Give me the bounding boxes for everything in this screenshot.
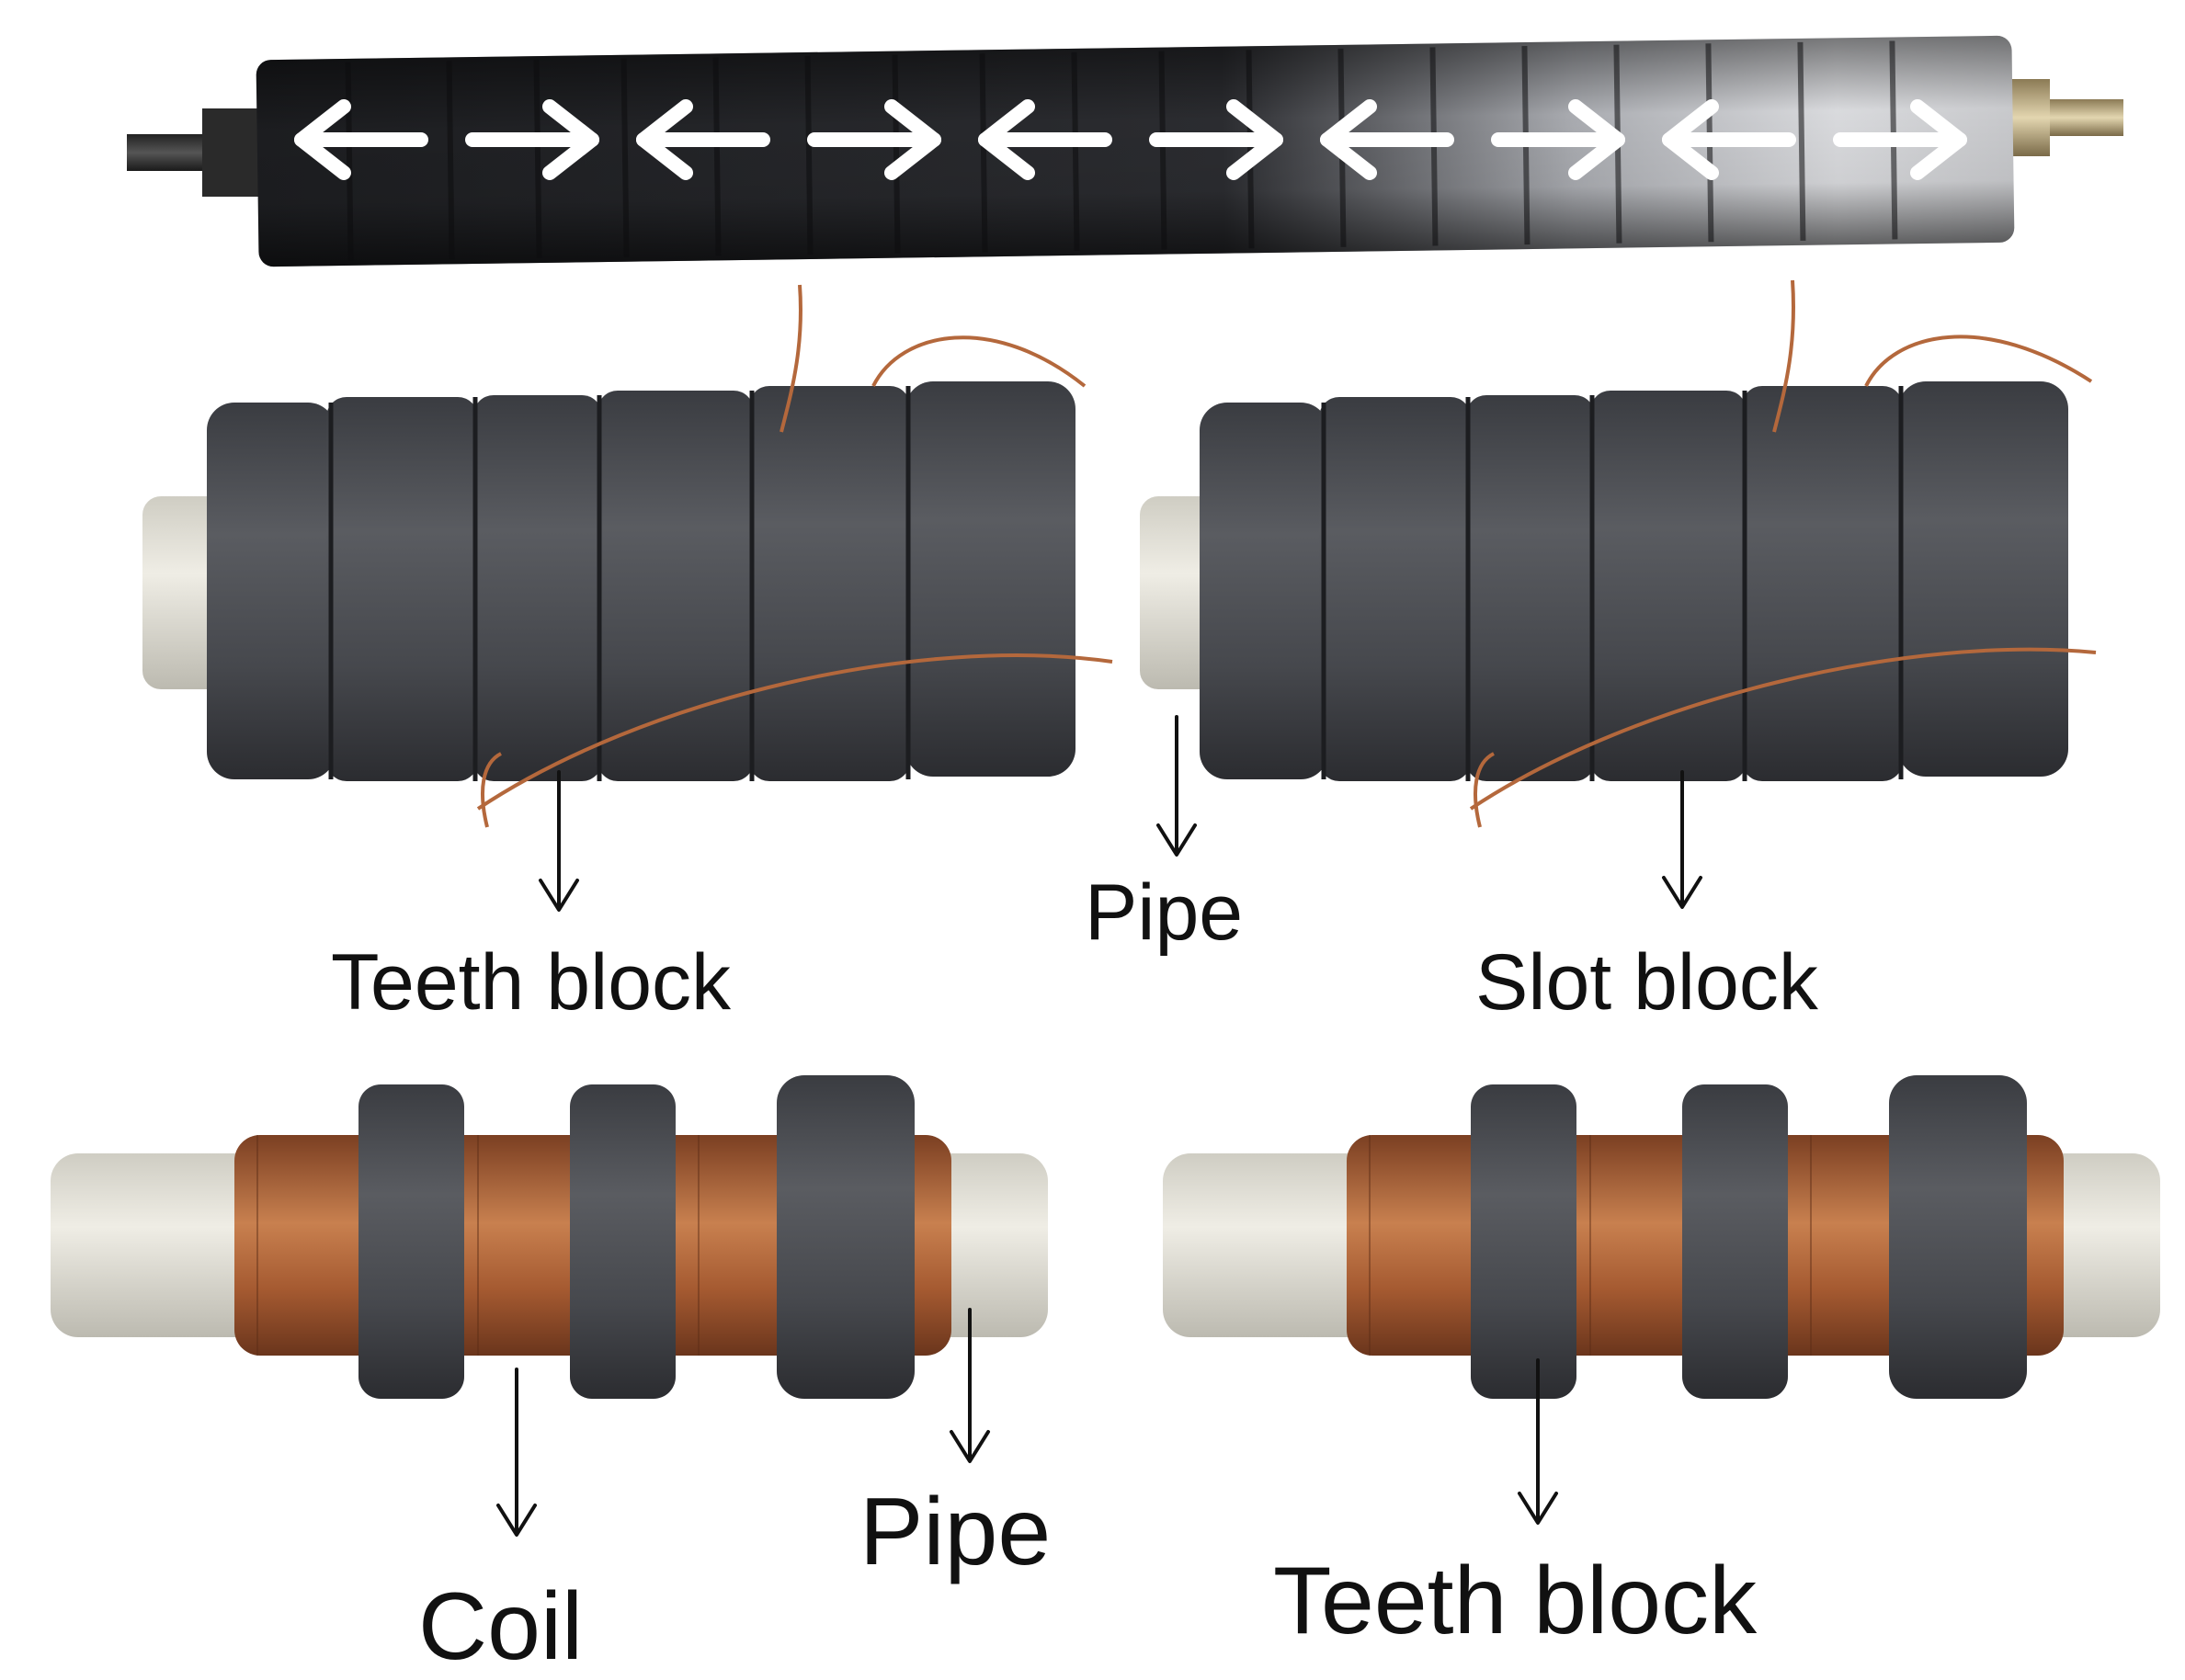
label-pipe-bottom: Pipe: [859, 1479, 1052, 1585]
ring-gaps: [328, 386, 911, 781]
ferrite-ring: [1590, 391, 1747, 781]
stator-stack-left: [142, 284, 1113, 828]
magnet-arrow-left: [294, 99, 428, 180]
label-slot-block: Slot block: [1475, 938, 1818, 1027]
ferrite-tooth: [777, 1075, 915, 1399]
ferrite-ring: [1898, 381, 2068, 777]
coil-assembly-right: [1163, 1075, 2160, 1399]
arrow-teeth-block-bottom: [1518, 1358, 1558, 1525]
rod-nut-left: [202, 108, 267, 197]
magnet-arrow-right: [807, 99, 941, 180]
coil-assembly-left: [51, 1075, 1048, 1399]
callout-arrows: [496, 715, 1702, 1537]
arrow-coil: [496, 1368, 537, 1537]
label-pipe-top: Pipe: [1085, 868, 1244, 957]
ferrite-tooth: [358, 1084, 464, 1399]
magnet-arrow-left: [1320, 99, 1454, 180]
magnet-arrow-left: [636, 99, 770, 180]
arrow-pipe-bottom: [950, 1308, 990, 1463]
ferrite-ring: [326, 397, 478, 781]
magnet-arrow-left: [978, 99, 1112, 180]
ferrite-ring: [1200, 403, 1328, 779]
ferrite-tooth: [570, 1084, 676, 1399]
ferrite-tooth: [1889, 1075, 2027, 1399]
magnet-arrow-right: [1491, 99, 1625, 180]
label-coil: Coil: [418, 1573, 584, 1680]
ferrite-ring: [905, 381, 1075, 777]
ferrite-ring: [597, 391, 754, 781]
magnet-arrow-right: [1833, 99, 1967, 180]
copper-wires: [476, 284, 1113, 828]
ferrite-ring: [1319, 397, 1471, 781]
ferrite-ring: [749, 386, 910, 781]
pipe-end: [51, 1153, 290, 1337]
arrow-teeth-block-top: [539, 770, 579, 912]
ferrite-ring: [207, 403, 336, 779]
label-teeth-block-bottom: Teeth block: [1273, 1548, 1758, 1654]
arrow-slot-block: [1662, 770, 1702, 909]
copper-wires: [1469, 279, 2097, 828]
ferrite-tooth: [1471, 1084, 1576, 1399]
mover-rod: [127, 35, 2123, 267]
pipe-end: [1163, 1153, 1402, 1337]
stator-stack-right: [1140, 279, 2097, 828]
magnet-arrow-left: [1662, 99, 1796, 180]
ferrite-tooth: [1682, 1084, 1788, 1399]
ferrite-ring: [1466, 395, 1595, 781]
ferrite-ring: [1742, 386, 1903, 781]
label-teeth-block-top: Teeth block: [331, 938, 732, 1027]
ferrite-ring: [473, 395, 602, 781]
magnet-arrow-right: [465, 99, 599, 180]
magnet-direction-arrows: [294, 99, 1967, 180]
magnet-arrow-right: [1149, 99, 1283, 180]
pipe-end-left-mid: [142, 496, 225, 689]
ring-gaps: [1321, 386, 1904, 781]
arrow-pipe-top: [1156, 715, 1197, 857]
